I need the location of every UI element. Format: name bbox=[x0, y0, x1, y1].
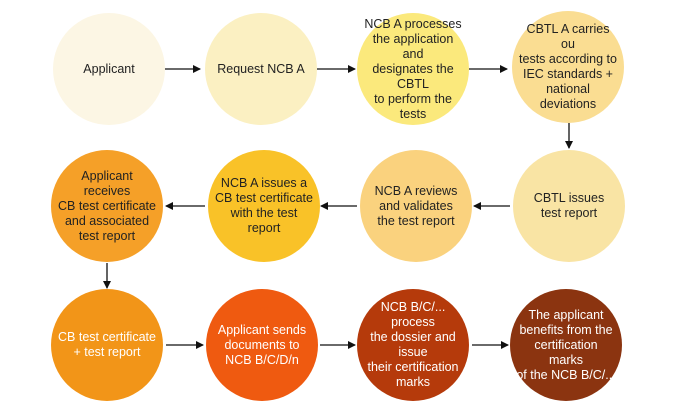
step-applicant: Applicant bbox=[53, 13, 165, 125]
step-ncb-a-issues-certificate: NCB A issues a CB test certificate with … bbox=[208, 150, 320, 262]
step-label: CB test certificate + test report bbox=[58, 330, 156, 359]
step-label: NCB A issues a CB test certificate with … bbox=[215, 176, 313, 235]
step-cb-certificate-report: CB test certificate + test report bbox=[51, 289, 163, 401]
step-applicant-benefits: The applicant benefits from the certific… bbox=[510, 289, 622, 401]
step-ncb-a-processes: NCB A processes the application and desi… bbox=[357, 13, 469, 125]
step-cbtl-a-tests: CBTL A carries ou tests according to IEC… bbox=[512, 11, 624, 123]
step-label: Request NCB A bbox=[217, 61, 305, 76]
step-applicant-receives: Applicant receives CB test certificate a… bbox=[51, 150, 163, 262]
step-label: Applicant receives CB test certificate a… bbox=[58, 168, 156, 243]
step-ncb-bc-process: NCB B/C/... process the dossier and issu… bbox=[357, 289, 469, 401]
step-applicant-sends-documents: Applicant sends documents to NCB B/C/D/n bbox=[206, 289, 318, 401]
step-label: Applicant bbox=[83, 61, 135, 76]
step-label: NCB B/C/... process the dossier and issu… bbox=[367, 300, 459, 389]
step-ncb-a-reviews: NCB A reviews and validates the test rep… bbox=[360, 150, 472, 262]
step-cbtl-issues-report: CBTL issues test report bbox=[513, 150, 625, 262]
step-label: NCB A processes the application and desi… bbox=[364, 16, 462, 121]
step-label: CBTL A carries ou tests according to IEC… bbox=[519, 22, 617, 111]
step-label: The applicant benefits from the certific… bbox=[516, 307, 616, 382]
step-label: NCB A reviews and validates the test rep… bbox=[374, 183, 458, 228]
step-label: CBTL issues test report bbox=[533, 191, 605, 220]
step-request-ncb-a: Request NCB A bbox=[205, 13, 317, 125]
step-label: Applicant sends documents to NCB B/C/D/n bbox=[217, 322, 307, 367]
